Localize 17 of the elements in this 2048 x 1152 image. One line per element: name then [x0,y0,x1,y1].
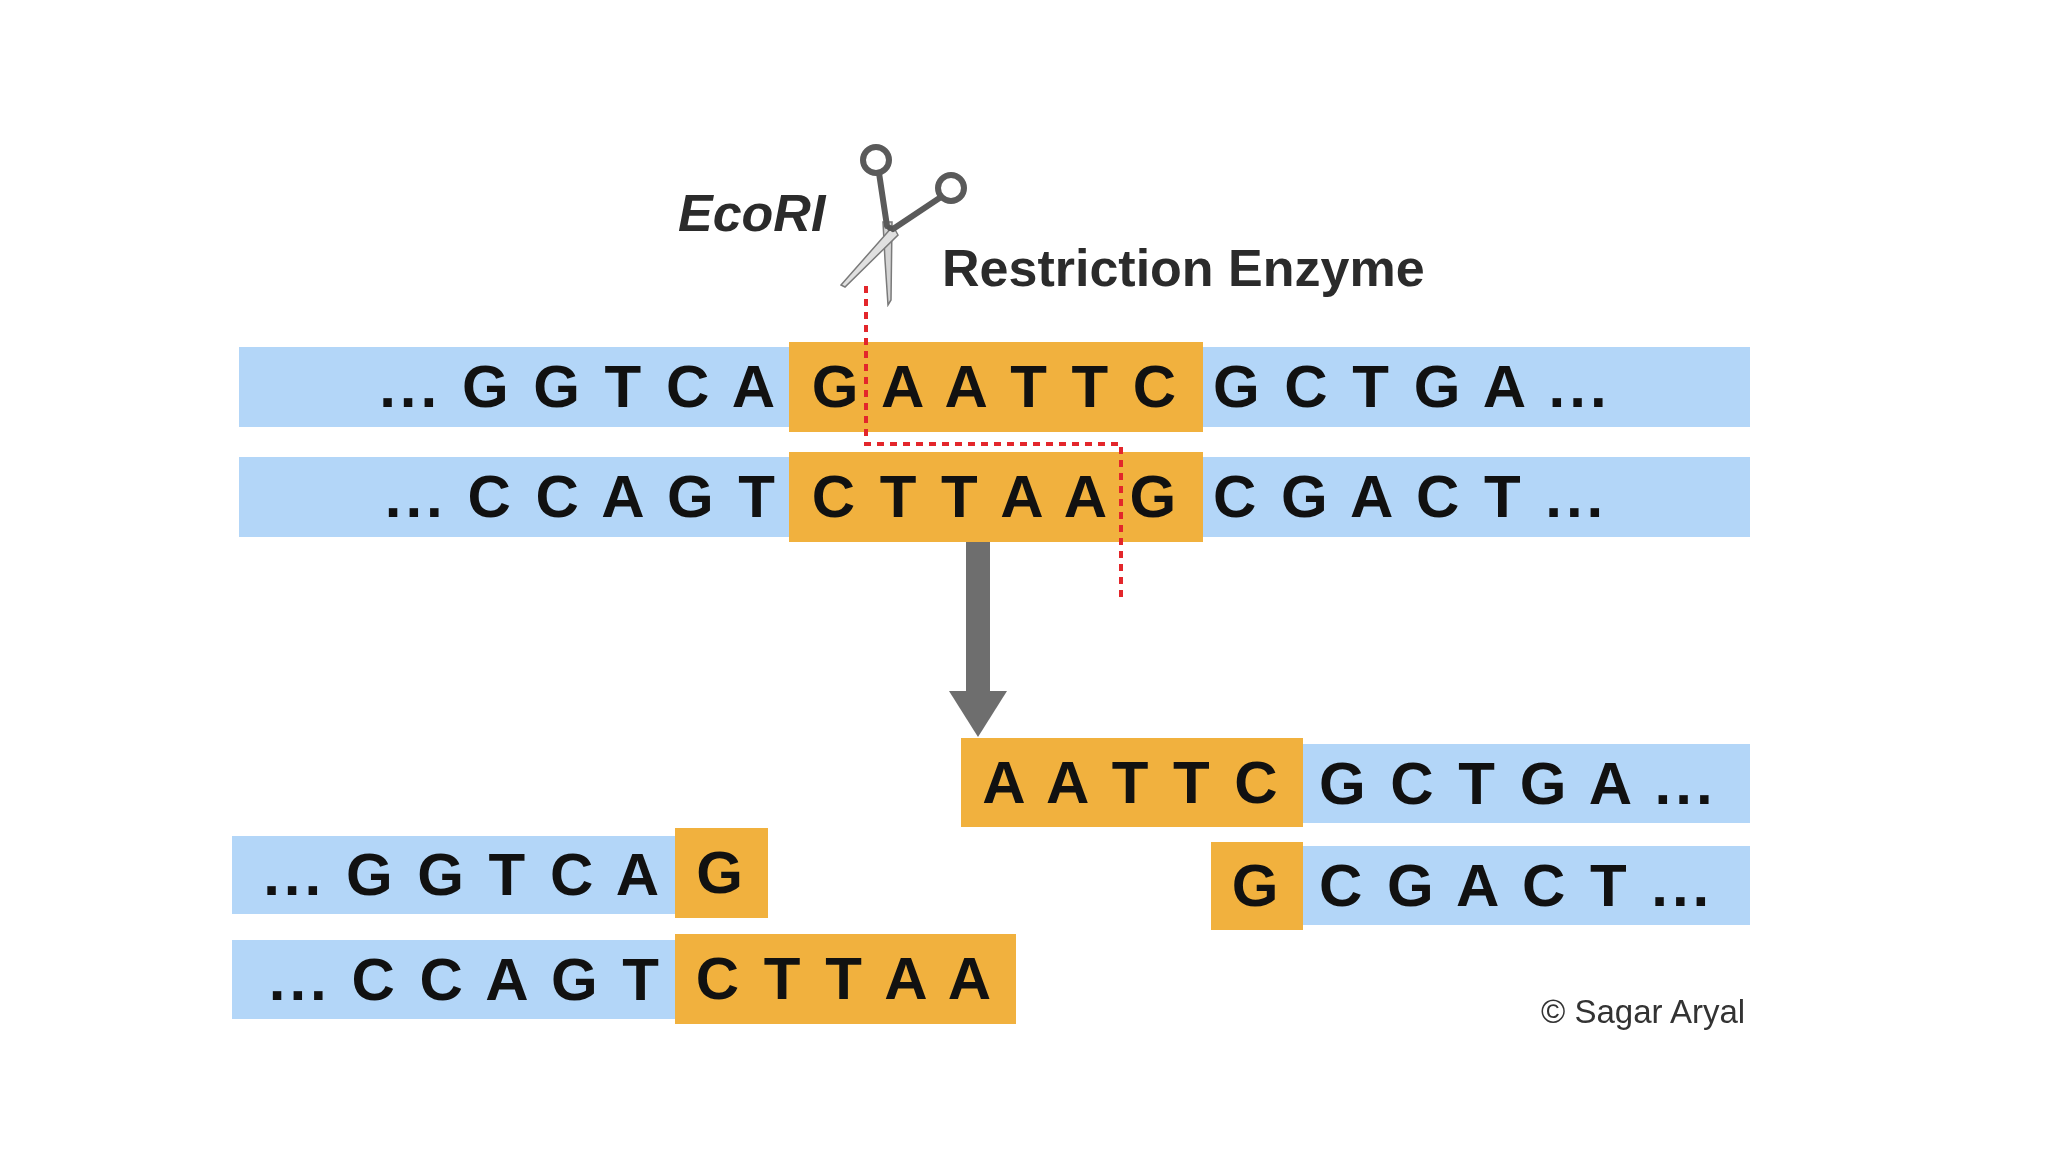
recognition-site-box: G A A T T C [789,342,1203,432]
enzyme-name: EcoRI [678,187,826,239]
sequence-band: C G A C T ... [1203,457,1750,537]
sequence-band: ... G G T C A [232,836,675,914]
recognition-site-box: C T T A A G [789,452,1203,542]
sequence-band: ... C C A G T [239,457,789,537]
sequence-band: G C T G A ... [1303,744,1750,823]
copyright-notice: © Sagar Aryal [1541,995,1746,1028]
arrow [949,542,1007,737]
sequence-band: G C T G A ... [1203,347,1750,427]
sequence-band: ... G G T C A [239,347,789,427]
recognition-site-box: G [675,828,768,918]
sequence-band: C G A C T ... [1303,846,1750,925]
recognition-site-box: G [1211,842,1303,930]
sequence-band: ... C C A G T [232,940,675,1019]
recognition-site-box: C T T A A [675,934,1016,1024]
recognition-site-box: A A T T C [961,738,1303,827]
